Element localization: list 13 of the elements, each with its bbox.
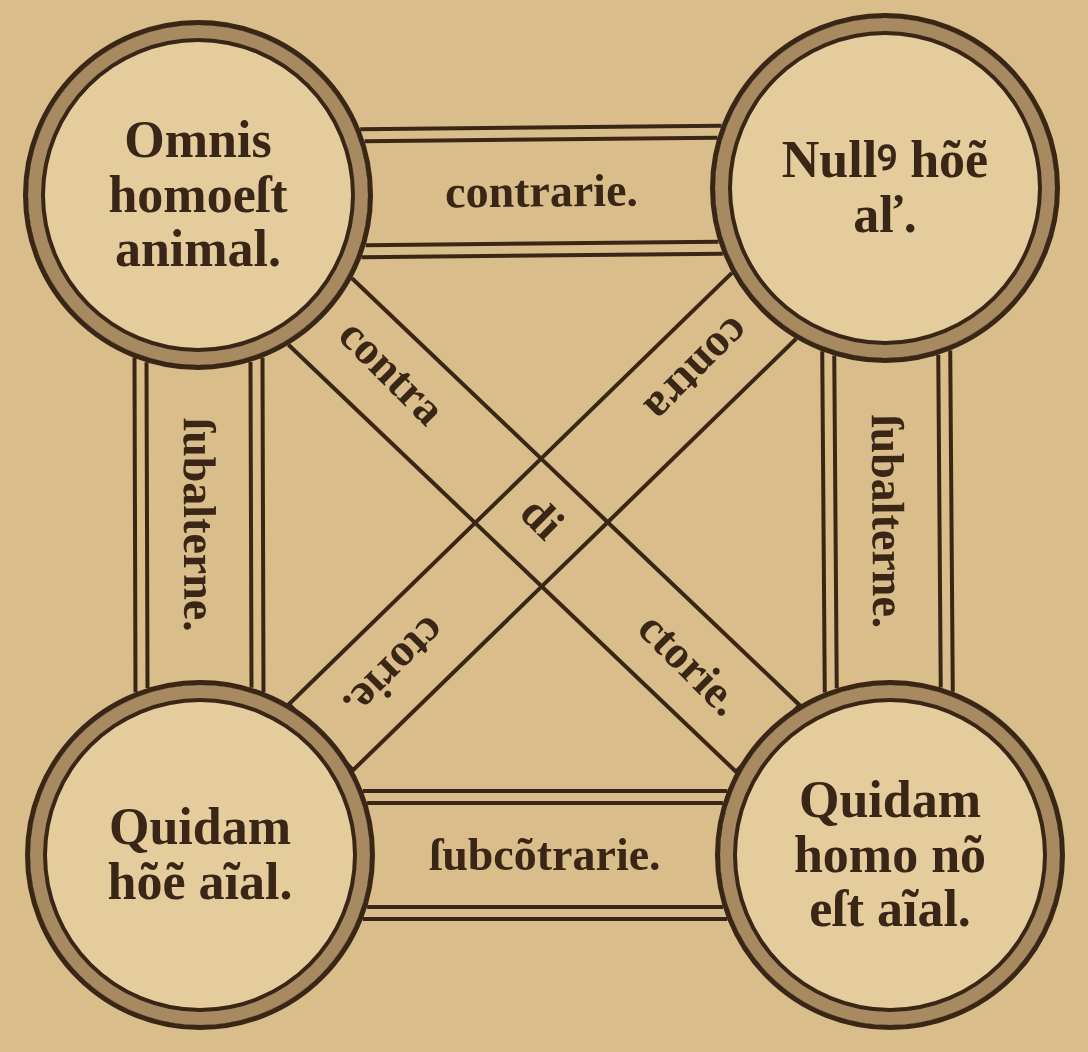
band-label: di <box>512 488 572 548</box>
connector-band <box>820 348 955 695</box>
edge-label: ſubcõtrarie. <box>429 832 661 878</box>
proposition-text: Omnis homoeſt animal. <box>107 113 289 277</box>
edge-label: ſubalterne. <box>175 418 223 632</box>
edge-label: contrarie. <box>444 167 639 216</box>
proposition-text: Quidam hõẽ aĩal. <box>106 800 294 910</box>
connector-band <box>360 789 730 921</box>
proposition-text: Nullꝰ hõẽ aľ. <box>780 133 990 243</box>
connector-band <box>132 355 266 695</box>
proposition-text: Quidam homo nõ eſt aĩal. <box>792 773 988 937</box>
edge-label: ſubalterne. <box>863 414 912 629</box>
connector-band <box>358 123 725 260</box>
